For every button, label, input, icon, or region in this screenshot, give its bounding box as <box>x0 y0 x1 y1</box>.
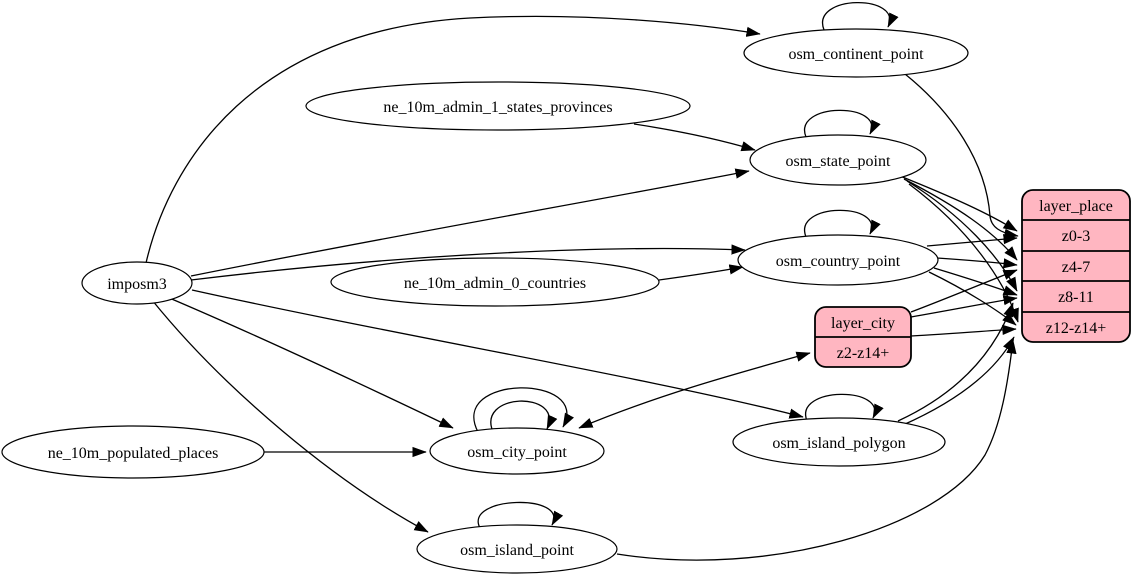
record-layer_place-row-z4-7: z4-7 <box>1062 259 1090 276</box>
node-osm_country_point-shape <box>737 234 939 286</box>
node-osm_city_point-shape <box>429 427 605 475</box>
node-osm_island_polygon: osm_island_polygon <box>732 417 946 467</box>
edge-osm_city_point-layer_city-z2 <box>578 351 811 429</box>
self-loop-inner-osm_city_point <box>490 400 558 435</box>
edges <box>145 1 1019 561</box>
node-osm_continent_point: osm_continent_point <box>743 28 969 78</box>
record-layer_place-row-z0-3: z0-3 <box>1062 228 1090 245</box>
node-ne_10m_populated_places: ne_10m_populated_places <box>1 425 265 479</box>
node-osm_island_point-shape <box>416 524 618 574</box>
node-osm_state_point-shape <box>749 134 927 186</box>
self-loop-osm_state_point <box>803 109 881 138</box>
node-osm_city_point: osm_city_point <box>429 427 605 475</box>
edge-imposm3-osm_island_polygon <box>191 289 804 419</box>
node-osm_state_point-label: osm_state_point <box>786 153 891 170</box>
record-layer_place: layer_place z0-3 z4-7 z8-11 z12-z14+ <box>1021 189 1131 343</box>
node-imposm3-label: imposm3 <box>107 276 167 293</box>
edge-osm_country_point-z12-z14 <box>928 271 1017 326</box>
node-ne_10m_admin_0_countries-shape <box>330 257 660 307</box>
edge-osm_state_point-z8-11 <box>906 180 1018 292</box>
edge-layer_city-z8-11 <box>910 295 1018 318</box>
record-layer_city: layer_city z2-z14+ <box>814 306 912 368</box>
record-layer_city-title: layer_city <box>831 315 895 332</box>
edge-osm_country_point-z8-11 <box>933 267 1018 296</box>
record-layer_place-row-z8-11: z8-11 <box>1058 289 1094 306</box>
self-loop-outer-osm_city_point <box>473 387 575 433</box>
self-loop-osm_island_point <box>477 501 564 529</box>
edge-osm_island_polygon-z12-z14 <box>902 336 1015 426</box>
edge-imposm3-osm_city_point <box>166 296 454 429</box>
node-osm_continent_point-shape <box>743 28 969 78</box>
node-ne_10m_populated_places-shape <box>1 425 265 479</box>
edge-osm_island_point-z12-z14 <box>616 339 1017 561</box>
self-loop-osm_country_point <box>803 209 881 238</box>
node-ne_10m_admin_0_countries: ne_10m_admin_0_countries <box>330 257 660 307</box>
edge-imposm3-osm_country_point <box>190 244 746 281</box>
edge-osm_island_polygon-z8-11 <box>897 302 1014 422</box>
edge-layer_city-z12-z14 <box>910 324 1017 337</box>
node-osm_continent_point-label: osm_continent_point <box>788 46 924 63</box>
node-osm_island_point: osm_island_point <box>416 524 618 574</box>
node-osm_country_point: osm_country_point <box>737 234 939 286</box>
node-osm_state_point: osm_state_point <box>749 134 927 186</box>
node-ne_10m_admin_0_countries-label: ne_10m_admin_0_countries <box>404 275 586 292</box>
node-osm_island_point-label: osm_island_point <box>460 542 574 559</box>
record-layer_place-row-z12-z14: z12-z14+ <box>1046 320 1107 337</box>
edge-imposm3-osm_continent_point <box>145 15 761 264</box>
node-osm_island_polygon-label: osm_island_polygon <box>772 435 905 452</box>
node-imposm3-shape <box>81 261 193 305</box>
edge-layer_city-z4-7 <box>910 269 1018 313</box>
edge-imposm3-osm_state_point <box>190 168 750 277</box>
node-ne_10m_admin_1_states_provinces-shape <box>305 81 691 131</box>
record-layer_place-title: layer_place <box>1039 198 1113 215</box>
edge-osm_state_point-z4-7 <box>903 178 1018 261</box>
edge-ne_10m_admin_1_states_provinces-osm_state_point <box>633 123 756 152</box>
node-osm_island_polygon-shape <box>732 417 946 467</box>
node-ne_10m_populated_places-label: ne_10m_populated_places <box>48 445 219 462</box>
edge-osm_continent_point-z0-3 <box>904 73 1019 239</box>
node-osm_country_point-label: osm_country_point <box>776 253 901 270</box>
node-imposm3: imposm3 <box>81 261 193 305</box>
node-ne_10m_admin_1_states_provinces: ne_10m_admin_1_states_provinces <box>305 81 691 131</box>
edge-imposm3-osm_island_point <box>151 299 429 533</box>
node-ne_10m_admin_1_states_provinces-label: ne_10m_admin_1_states_provinces <box>383 99 612 116</box>
record-layer_city-row-z2: z2-z14+ <box>837 345 890 362</box>
record-layer_place-box <box>1021 189 1131 343</box>
self-loop-osm_island_polygon <box>804 393 884 422</box>
edge-ne_10m_admin_0_countries-osm_country_point <box>658 264 744 281</box>
edge-osm_country_point-z0-3 <box>926 233 1018 247</box>
edge-osm_state_point-z0-3 <box>899 175 1018 232</box>
node-osm_city_point-label: osm_city_point <box>467 444 567 461</box>
self-loop-osm_continent_point <box>821 1 899 31</box>
edge-osm_country_point-z4-7 <box>936 257 1018 269</box>
